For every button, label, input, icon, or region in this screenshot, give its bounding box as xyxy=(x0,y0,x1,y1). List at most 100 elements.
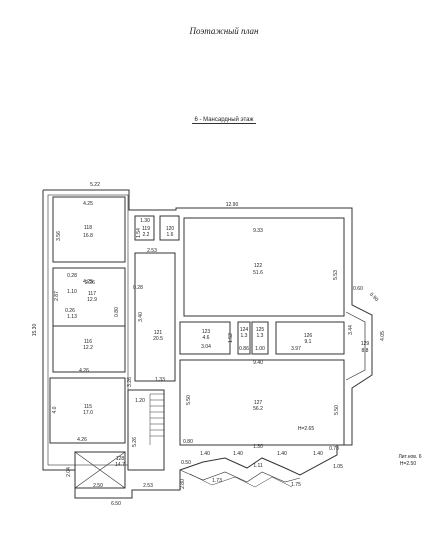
room-127-outline xyxy=(179,359,345,446)
dim-label: 9.40 xyxy=(253,360,263,366)
dim-label: 1.40 xyxy=(277,451,287,457)
dim-label: 0.60 xyxy=(353,286,363,292)
room-122-outline xyxy=(183,217,345,317)
room-129-id: 129 xyxy=(361,341,370,347)
room-120-id: 120 xyxy=(166,226,175,232)
dim-label: 0.50 xyxy=(181,460,191,466)
room-127-area: 56.2 xyxy=(253,406,263,412)
room-124-area: 1.3 xyxy=(241,333,248,339)
dim-label: 1.00 xyxy=(255,346,265,352)
room-125-area: 1.3 xyxy=(257,333,264,339)
room-117-id: 117 xyxy=(88,291,96,297)
outer-wall xyxy=(42,189,373,499)
room-119-outline xyxy=(134,215,155,241)
dim-label: 0.26 xyxy=(65,308,75,314)
room-118-area: 16.8 xyxy=(83,233,93,239)
dim-label: 2.26 xyxy=(85,280,95,286)
room-122-area: 51.6 xyxy=(253,270,263,276)
dim-label: 1.30 xyxy=(140,218,150,224)
dim-label: 0.86 xyxy=(239,346,249,352)
room-123-area: 4.6 xyxy=(203,335,210,341)
room-126-id: 126 xyxy=(304,333,313,339)
dim-label: 0.28 xyxy=(67,273,77,279)
room-126-area: 9.1 xyxy=(305,339,312,345)
dim-label: 5.50 xyxy=(334,405,340,415)
room-129-outline xyxy=(345,311,366,381)
dim-label: 3.44 xyxy=(348,325,354,335)
dim-label: 4.26 xyxy=(77,437,87,443)
room-124-id: 124 xyxy=(240,327,249,333)
dim-label: 1.33 xyxy=(155,377,165,383)
dim-label: 1.40 xyxy=(200,451,210,457)
dim-label: 5.26 xyxy=(132,437,138,447)
stair-box xyxy=(74,451,126,489)
room-120-area: 1.6 xyxy=(167,232,174,238)
dim-label: 1.13 xyxy=(67,314,77,320)
room-129-area: 8.8 xyxy=(362,348,369,354)
room-126-outline xyxy=(275,321,345,355)
dim-label: 1.30 xyxy=(253,444,263,450)
room-115-area: 17.0 xyxy=(83,410,93,416)
room-116-id: 116 xyxy=(84,339,92,345)
room-117-area: 12.9 xyxy=(87,297,97,303)
room-123-id: 123 xyxy=(202,329,211,335)
room-125-outline xyxy=(251,321,269,355)
room-123-outline xyxy=(179,321,231,355)
dim-label: 5.22 xyxy=(90,182,100,188)
lit-label: Лит.нов. 6 xyxy=(399,454,422,460)
dim-label: 2.87 xyxy=(54,291,60,301)
room-128-id: 128 xyxy=(116,456,125,462)
dim-label: 2.53 xyxy=(143,483,153,489)
dim-label: 1.52 xyxy=(228,333,234,343)
dim-label: 6.50 xyxy=(111,501,121,507)
room-121-outline xyxy=(134,252,176,382)
dim-label: 4.26 xyxy=(79,368,89,374)
dim-label: 1.40 xyxy=(313,451,323,457)
dim-label: 4.05 xyxy=(380,331,386,341)
dim-label: 5.53 xyxy=(333,270,339,280)
height-label: H=2.65 xyxy=(298,426,314,432)
dim-label: 3.40 xyxy=(138,312,144,322)
room-118-outline xyxy=(52,196,126,263)
room-118-id: 118 xyxy=(84,225,92,231)
room-128-area: 14.7 xyxy=(115,462,125,468)
dim-label: 2.50 xyxy=(93,483,103,489)
height-label: H=2.50 xyxy=(400,461,416,467)
dim-label: 3.56 xyxy=(56,231,62,241)
room-127-id: 127 xyxy=(254,400,263,406)
dim-label: 0.80 xyxy=(114,307,120,317)
dim-label: 1.75 xyxy=(291,482,301,488)
room-122-id: 122 xyxy=(254,263,263,269)
room-125-id: 125 xyxy=(256,327,265,333)
room-116-outline xyxy=(52,325,126,373)
dim-label: 12.90 xyxy=(226,202,239,208)
dim-label: 9.33 xyxy=(253,228,263,234)
dim-label: 3.26 xyxy=(127,377,133,387)
room-124-outline xyxy=(237,321,251,355)
dim-label: 4.25 xyxy=(83,279,93,285)
dim-label: 1.20 xyxy=(135,398,145,404)
floor-subtitle: 6 - Мансардный этаж xyxy=(192,117,256,124)
dim-label: 0.90 xyxy=(368,292,379,303)
room-116-area: 12.2 xyxy=(83,345,93,351)
dim-label: 1.40 xyxy=(233,451,243,457)
room-115-id: 115 xyxy=(84,404,92,410)
dim-label: 2.04 xyxy=(66,467,72,477)
room-115-outline xyxy=(49,377,126,444)
dim-label: 3.04 xyxy=(201,344,211,350)
dim-label: 15.30 xyxy=(32,324,38,337)
stair-steps xyxy=(149,393,164,445)
dim-label: 1.54 xyxy=(136,228,142,238)
room-120-outline xyxy=(159,215,180,241)
dim-label: 0.28 xyxy=(133,285,143,291)
dim-label: 4.25 xyxy=(83,201,93,207)
dim-label: 1.05 xyxy=(333,464,343,470)
dim-label: 1.11 xyxy=(253,463,263,469)
room-121-area: 20.5 xyxy=(153,336,163,342)
bottom-bay xyxy=(179,469,301,483)
dim-label: 3.97 xyxy=(291,346,301,352)
plan-title: Поэтажный план xyxy=(189,26,259,36)
inner-outline xyxy=(47,194,129,466)
dim-label: 1.73 xyxy=(212,478,222,484)
